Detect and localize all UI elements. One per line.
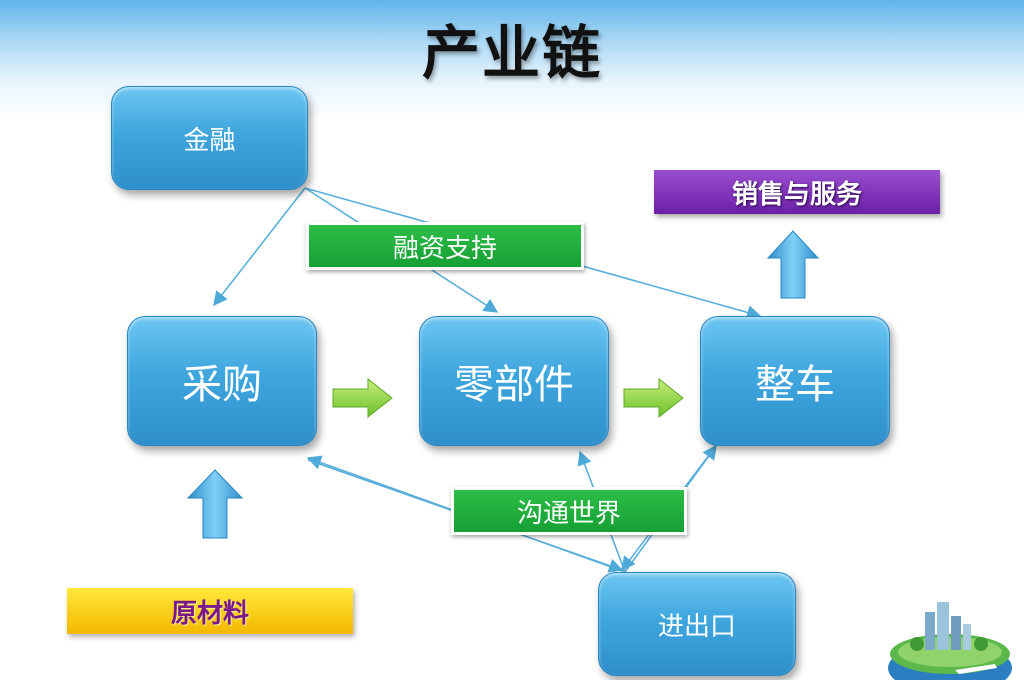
banner-raw-materials: 原材料 xyxy=(67,588,353,634)
blue-arrow-vehicle-to-sales xyxy=(766,230,820,299)
node-vehicle: 整车 xyxy=(700,316,890,446)
blue-arrow-materials-to-purchase xyxy=(186,469,244,539)
node-import-export: 进出口 xyxy=(598,572,796,676)
node-finance: 金融 xyxy=(111,86,308,190)
green-arrow-parts-to-vehicle xyxy=(623,377,684,419)
line-finance-to-purchase xyxy=(213,187,306,307)
node-purchase: 采购 xyxy=(127,316,317,446)
tag-connect-world: 沟通世界 xyxy=(451,487,687,535)
node-parts: 零部件 xyxy=(419,316,609,446)
city-globe-icon xyxy=(888,602,1012,680)
green-arrow-purchase-to-parts xyxy=(332,377,393,419)
tag-financing-support: 融资支持 xyxy=(306,222,584,270)
banner-sales-service: 销售与服务 xyxy=(654,170,940,214)
page-title: 产业链 xyxy=(421,19,602,87)
